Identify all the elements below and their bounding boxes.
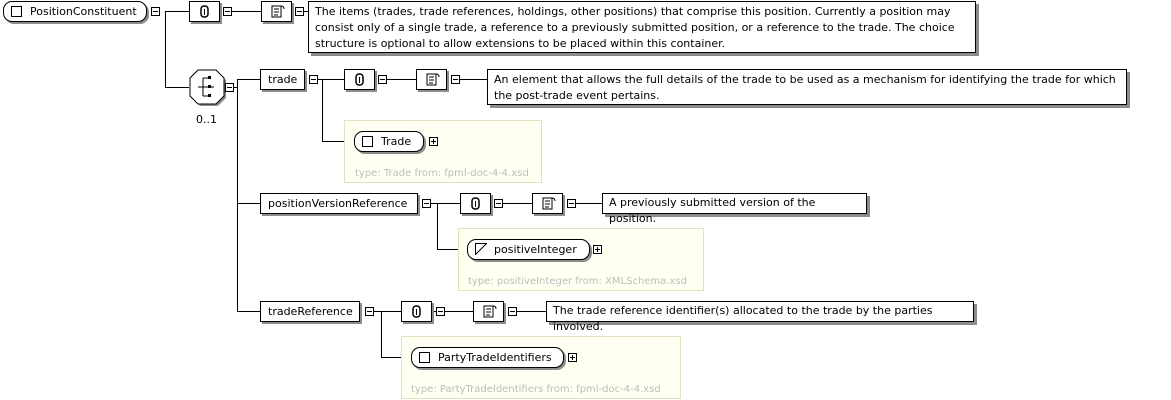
connector-line <box>386 79 416 80</box>
connector-line <box>234 87 237 88</box>
annotation-icon[interactable] <box>344 69 375 90</box>
trade-type-info: type: Trade from: fpml-doc-4-4.xsd <box>355 168 529 179</box>
trade-reference-type-info: type: PartyTradeIdentifiers from: fpml-d… <box>411 384 661 395</box>
collapse-toggle[interactable] <box>508 307 517 316</box>
connector-line <box>514 311 546 312</box>
trade-documentation: An element that allows the full details … <box>487 69 1127 105</box>
position-version-reference-documentation: A previously submitted version of the po… <box>602 193 867 225</box>
collapse-toggle[interactable] <box>309 75 318 84</box>
connector-line <box>322 141 354 142</box>
simple-type-icon <box>475 243 488 256</box>
connector-line <box>499 203 532 204</box>
connector-line <box>575 203 602 204</box>
annotation-icon[interactable] <box>189 1 220 22</box>
expand-toggle[interactable] <box>593 245 602 254</box>
connector-line <box>437 203 438 249</box>
root-element-node[interactable]: PositionConstituent <box>3 1 147 22</box>
collapse-toggle[interactable] <box>494 199 503 208</box>
connector-line <box>373 311 401 312</box>
collapse-toggle[interactable] <box>223 7 232 16</box>
documentation-icon[interactable] <box>261 1 292 22</box>
connector-line <box>237 79 260 80</box>
connector-line <box>459 79 487 80</box>
connector-line <box>231 11 261 12</box>
root-documentation: The items (trades, trade references, hol… <box>308 1 976 53</box>
choice-compositor[interactable] <box>189 69 226 106</box>
collapse-toggle[interactable] <box>422 199 431 208</box>
collapse-toggle[interactable] <box>378 75 387 84</box>
element-position-version-reference[interactable]: positionVersionReference <box>260 193 418 214</box>
documentation-icon[interactable] <box>416 69 447 90</box>
element-trade[interactable]: trade <box>260 69 305 90</box>
position-version-reference-type-info: type: positiveInteger from: XMLSchema.xs… <box>468 276 687 287</box>
documentation-icon[interactable] <box>473 301 504 322</box>
connector-line <box>316 79 344 80</box>
collapse-toggle[interactable] <box>295 7 304 16</box>
collapse-toggle[interactable] <box>451 75 460 84</box>
connector-line <box>237 311 260 312</box>
connector-line <box>437 249 467 250</box>
expand-toggle[interactable] <box>429 137 438 146</box>
connector-line <box>165 87 189 88</box>
trade-reference-documentation: The trade reference identifier(s) alloca… <box>546 301 974 333</box>
collapse-toggle[interactable] <box>365 307 374 316</box>
connector-line <box>237 79 238 312</box>
collapse-toggle[interactable] <box>567 199 576 208</box>
choice-occurrence: 0..1 <box>196 113 217 126</box>
position-version-reference-type-node[interactable]: positiveInteger <box>467 239 590 260</box>
annotation-icon[interactable] <box>460 193 491 214</box>
connector-line <box>381 357 411 358</box>
documentation-icon[interactable] <box>532 193 563 214</box>
annotation-icon[interactable] <box>401 301 432 322</box>
connector-line <box>381 311 382 357</box>
connector-line <box>428 203 460 204</box>
root-element-label: PositionConstituent <box>30 5 137 18</box>
collapse-toggle[interactable] <box>151 7 160 16</box>
collapse-toggle[interactable] <box>436 307 445 316</box>
connector-line <box>322 79 323 141</box>
trade-type-node[interactable]: Trade <box>354 131 424 152</box>
connector-line <box>433 311 473 312</box>
trade-reference-type-node[interactable]: PartyTradeIdentifiers <box>411 347 564 368</box>
complex-type-icon <box>362 136 373 147</box>
complex-type-icon <box>419 352 430 363</box>
connector-line <box>165 11 166 87</box>
element-trade-reference[interactable]: tradeReference <box>260 301 360 322</box>
connector-line <box>165 11 189 12</box>
connector-line <box>237 203 260 204</box>
complex-type-icon <box>11 6 22 17</box>
expand-toggle[interactable] <box>568 353 577 362</box>
collapse-toggle[interactable] <box>225 83 234 92</box>
